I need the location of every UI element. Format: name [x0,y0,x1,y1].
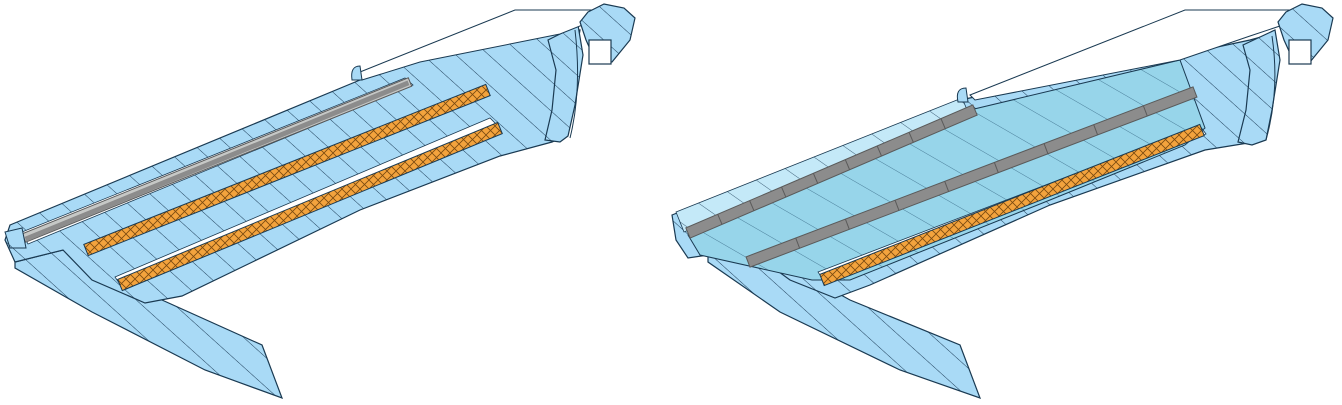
bar-1-segment [908,132,914,143]
bar-2 [745,86,1198,268]
bar-1-segment [940,118,946,129]
bar-1-segment [876,145,882,157]
inner-cavity [687,59,1206,281]
heater-strip-1 [83,83,491,257]
bar-1-segment [844,159,851,170]
hinge-pin [588,39,612,65]
bar-1-segment [749,200,755,211]
outer-shell-line [569,29,579,139]
hinge-pin [1288,39,1312,65]
bar-1-segment [717,214,723,225]
outer-shell-line [1265,35,1276,141]
bar-2-segment [944,181,950,192]
lid-clip [956,87,969,103]
bar-2-segment [1043,143,1049,154]
panel-two-bar [671,3,1334,399]
bar-2-segment [894,200,900,211]
bar-2-segment [993,162,999,173]
bar-1-segment [781,186,787,198]
top-lid [359,9,601,81]
lid-clip [351,65,363,81]
bar-2-segment [795,237,801,249]
bar-2-segment [844,218,850,230]
top-lid [969,9,1299,101]
left-foot [4,227,27,249]
heater-strip-1 [819,123,1205,287]
bar-core-1 [24,80,410,242]
right-wall [1237,29,1281,146]
bar-2-segment [1142,105,1148,117]
bar-2-segment [1093,124,1099,136]
right-wall [544,24,584,143]
heater-strip-2 [117,121,503,292]
bar-1-segment [812,173,819,184]
panel-one-bar [4,3,636,400]
